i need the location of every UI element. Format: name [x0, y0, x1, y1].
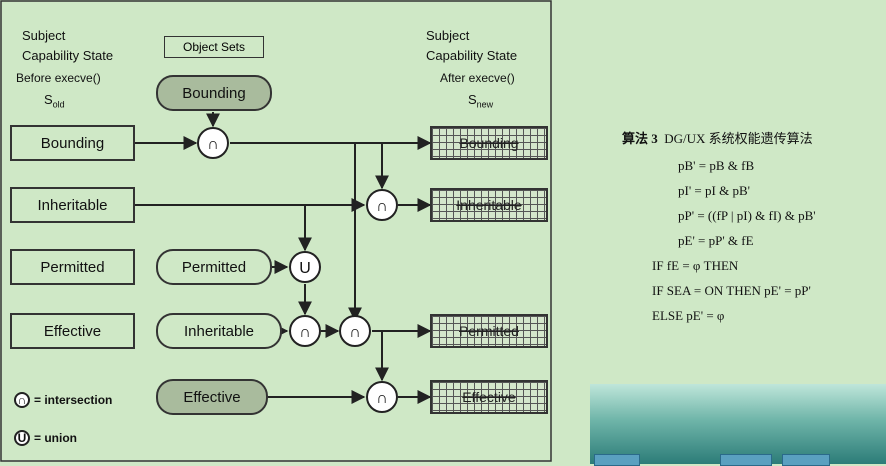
object-set-effective: Effective	[156, 379, 268, 415]
header-right-after: After execve()	[440, 71, 515, 85]
s-new-sub: new	[476, 99, 494, 110]
background-photo	[590, 384, 886, 464]
subject-before-bounding: Bounding	[10, 125, 135, 161]
intersect-bounding: ∩	[197, 127, 229, 159]
intersect-effective-2: ∩	[339, 315, 371, 347]
svg-text:∩: ∩	[207, 136, 219, 153]
svg-text:∩: ∩	[376, 390, 388, 407]
next-slide-button[interactable]	[782, 454, 830, 466]
subject-after-bounding-label: Bounding	[459, 135, 519, 151]
legend-intersection: ∩ = intersection	[14, 392, 112, 408]
s-old-sub: old	[52, 99, 65, 110]
algo-line-1: pB' = pB & fB	[678, 158, 755, 173]
algorithm-title: 算法 3 DG/UX 系统权能遗传算法	[622, 128, 813, 147]
object-set-permitted: Permitted	[156, 249, 272, 285]
subject-before-inheritable: Inheritable	[10, 187, 135, 223]
object-sets-header: Object Sets	[164, 36, 264, 58]
subject-after-effective-label: Effective	[462, 389, 516, 405]
union-symbol-icon: U	[14, 430, 30, 446]
header-left-subject: Subject	[22, 28, 66, 43]
intersect-effective-1: ∩	[289, 315, 321, 347]
subject-after-effective: Effective	[430, 380, 548, 414]
object-set-bounding: Bounding	[156, 75, 272, 111]
union-permitted: U	[289, 251, 321, 283]
svg-text:∩: ∩	[299, 324, 311, 341]
algo-cond-1: IF fE = φ THEN	[652, 258, 739, 273]
algorithm-number: 算法 3	[622, 131, 658, 146]
s-new-symbol: S	[468, 92, 477, 107]
header-right-subject: Subject	[426, 28, 470, 43]
object-set-inheritable: Inheritable	[156, 313, 282, 349]
subject-after-inheritable: Inheritable	[430, 188, 548, 222]
prev-slide-button[interactable]	[594, 454, 640, 466]
intersect-inheritable: ∩	[366, 189, 398, 221]
header-right-state: Capability State	[426, 48, 518, 63]
intersection-symbol-icon: ∩	[14, 392, 30, 408]
algo-line-3: pP' = ((fP | pI) & fI) & pB'	[678, 208, 816, 223]
svg-text:U: U	[299, 260, 311, 277]
s-old-symbol: S	[44, 92, 53, 107]
subject-before-effective: Effective	[10, 313, 135, 349]
intersect-effective-3: ∩	[366, 381, 398, 413]
legend-union: U = union	[14, 430, 77, 446]
algorithm-name: DG/UX 系统权能遗传算法	[664, 131, 813, 146]
svg-text:∩: ∩	[376, 198, 388, 215]
algo-cond-3: ELSE pE' = φ	[652, 308, 725, 323]
subject-before-permitted: Permitted	[10, 249, 135, 285]
legend-union-text: = union	[34, 431, 77, 445]
subject-after-permitted-label: Permitted	[459, 323, 519, 339]
subject-after-bounding: Bounding	[430, 126, 548, 160]
subject-after-permitted: Permitted	[430, 314, 548, 348]
svg-text:∩: ∩	[349, 324, 361, 341]
header-left-before: Before execve()	[16, 71, 101, 85]
header-right-snew: Snew	[468, 92, 493, 113]
home-button[interactable]	[720, 454, 772, 466]
algo-line-2: pI' = pI & pB'	[678, 183, 750, 198]
legend-intersection-text: = intersection	[34, 393, 113, 407]
header-left-state: Capability State	[22, 48, 114, 63]
header-left-sold: Sold	[44, 92, 65, 113]
algo-line-4: pE' = pP' & fE	[678, 233, 754, 248]
algo-cond-2: IF SEA = ON THEN pE' = pP'	[652, 283, 811, 298]
capability-flow-diagram: ∩ ∩ U ∩ ∩ ∩	[0, 0, 552, 462]
subject-after-inheritable-label: Inheritable	[456, 197, 522, 213]
